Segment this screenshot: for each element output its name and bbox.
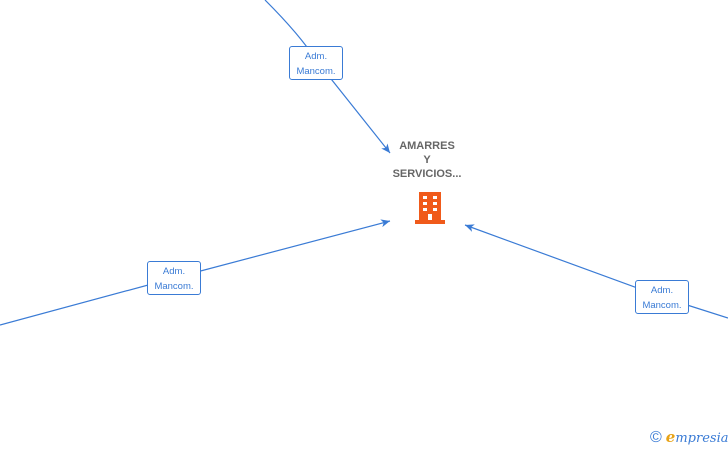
relation-label-left[interactable]: Adm. Mancom. bbox=[147, 261, 201, 295]
company-node-name[interactable]: AMARRES Y SERVICIOS... bbox=[372, 139, 482, 181]
company-name-line: SERVICIOS... bbox=[392, 168, 462, 180]
empresia-logo-text: mpresia bbox=[675, 431, 728, 446]
relation-label-line: Mancom. bbox=[296, 66, 336, 77]
relation-label-line: Adm. bbox=[304, 51, 328, 62]
relation-label-line: Adm. bbox=[162, 266, 186, 277]
building-icon[interactable] bbox=[414, 191, 446, 225]
company-name-line: AMARRES bbox=[399, 140, 455, 152]
empresia-watermark: © empresia bbox=[650, 428, 728, 448]
empresia-logo-initial: e bbox=[665, 428, 676, 446]
relation-label-top[interactable]: Adm. Mancom. bbox=[289, 46, 343, 80]
copyright-icon: © bbox=[650, 429, 662, 446]
relation-label-line: Adm. bbox=[650, 285, 674, 296]
empresia-logo: empresia bbox=[666, 429, 728, 447]
company-name-line: Y bbox=[423, 154, 431, 166]
relation-label-right[interactable]: Adm. Mancom. bbox=[635, 280, 689, 314]
relation-label-line: Mancom. bbox=[642, 300, 682, 311]
relation-label-line: Mancom. bbox=[154, 281, 194, 292]
